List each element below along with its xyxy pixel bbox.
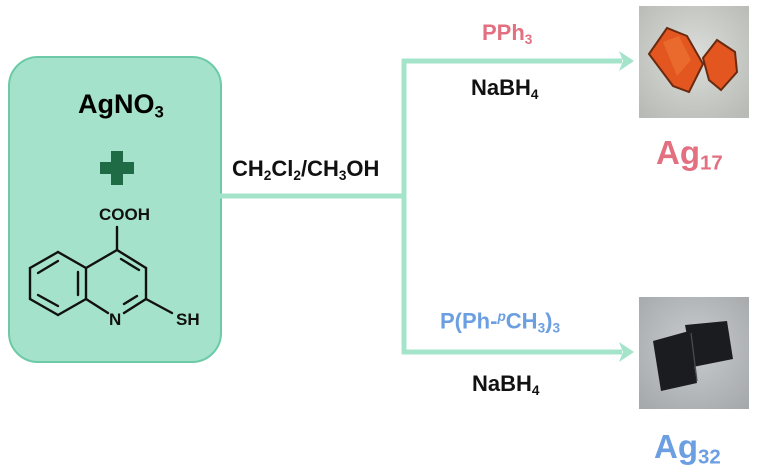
- bond-c4-c3: [115, 248, 148, 270]
- plus-icon-vertical-bar: [111, 151, 123, 185]
- solvent-part-1: CH: [232, 156, 264, 181]
- ag17-product-subscript: 17: [700, 151, 723, 175]
- top-reductant-base: NaBH: [471, 75, 531, 100]
- ag32-product-subscript: 32: [698, 445, 721, 469]
- solvent-sub-3: 3: [338, 167, 347, 183]
- silver-nitrate-base: AgNO: [78, 89, 155, 119]
- arrow-right-icon: [619, 51, 634, 71]
- ligand-bonds: [28, 225, 174, 317]
- nitrogen-atom-label: N: [109, 310, 122, 329]
- bottom-ligand-label: P(Ph-pCH3)3: [440, 310, 560, 335]
- top-ligand-label: PPh3: [482, 20, 533, 47]
- bond-c4a-c5: [56, 250, 88, 270]
- bottom-reductant-subscript: 4: [531, 382, 540, 398]
- bond-c4a-c4: [84, 248, 119, 270]
- solvent-sub-2: 2: [293, 167, 301, 183]
- ag32-crystal-photo: [639, 297, 749, 409]
- double-bond-c7-c8: [36, 293, 60, 308]
- top-reductant-subscript: 4: [530, 86, 539, 102]
- ag32-product-base: Ag: [654, 428, 698, 465]
- silver-nitrate-subscript: 3: [154, 102, 164, 122]
- thiol-group-label: SH: [176, 310, 200, 329]
- bottom-reductant-label: NaBH4: [472, 371, 540, 398]
- bond-n-c8a: [84, 297, 110, 315]
- arrow-right-icon: [619, 342, 634, 362]
- ag32-crystal-left: [653, 331, 697, 391]
- bottom-ligand-part-2: CH: [505, 308, 538, 334]
- ag17-crystal-photo: [639, 6, 749, 118]
- double-bond-c5-c6: [36, 259, 60, 275]
- ag32-product-label: Ag32: [654, 430, 721, 468]
- solvent-part-3: /CH: [300, 156, 339, 181]
- ag32-crystal-right: [685, 321, 733, 367]
- bottom-ligand-sub-2: 3: [552, 320, 561, 336]
- ag17-product-base: Ag: [656, 134, 700, 171]
- carboxyl-group-label: COOH: [99, 205, 150, 224]
- bottom-ligand-superscript: p: [497, 309, 506, 324]
- double-bond-c4-c3: [119, 257, 141, 272]
- bond-c5-c6: [28, 250, 60, 270]
- bond-c2-s: [144, 297, 174, 315]
- ag17-crystal-highlight: [663, 36, 691, 76]
- solvent-label: CH2Cl2/CH3OH: [232, 156, 380, 183]
- ag32-crystal-image: [639, 297, 749, 409]
- solvent-part-4: OH: [346, 156, 380, 181]
- plus-icon: [100, 151, 134, 185]
- ag17-crystal-image: [639, 6, 749, 118]
- top-reductant-label: NaBH4: [471, 75, 539, 102]
- top-ligand-base: PPh: [482, 20, 525, 45]
- bottom-ligand-part-3: ): [545, 308, 553, 334]
- bond-c8-c8a: [56, 297, 88, 317]
- reactant-box: [8, 56, 222, 363]
- bottom-ligand-sub-1: 3: [537, 320, 546, 336]
- bond-c2-n: [122, 297, 148, 315]
- bottom-reductant-base: NaBH: [472, 371, 532, 396]
- solvent-sub-1: 2: [263, 167, 272, 183]
- ag17-product-label: Ag17: [656, 136, 723, 174]
- double-bond-c2-n: [122, 294, 139, 306]
- bottom-ligand-part-1: P(Ph-: [440, 308, 498, 334]
- silver-nitrate-label: AgNO3: [78, 91, 164, 121]
- ag32-crystal-edge: [690, 332, 698, 382]
- ag17-crystal-small: [701, 38, 739, 92]
- bond-c7-c8: [28, 297, 60, 317]
- solvent-part-2: Cl: [271, 156, 294, 181]
- top-ligand-subscript: 3: [524, 31, 533, 47]
